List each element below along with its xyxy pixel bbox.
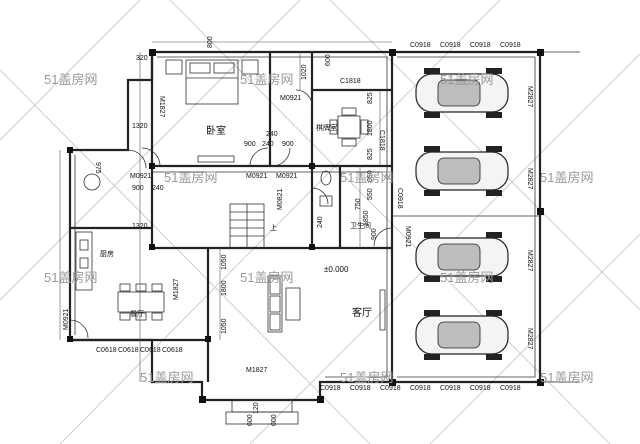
dimension-label: 1850 [363,210,370,226]
window-label: C0918 [500,42,521,49]
window-label: C0918 [410,42,431,49]
door-label: M0921 [130,173,152,180]
dimension-label: 050 [367,170,374,182]
room-label-bathroom: 卫生间 [350,221,371,230]
columns [67,49,544,403]
window-label: C0918 [440,42,461,49]
window-label: C1818 [378,130,385,151]
watermark-text: 51盖房网 [240,72,293,87]
door-label: M0921 [63,308,70,330]
wall-inner-lines [74,56,536,378]
room-label-kitchen: 厨房 [100,249,114,258]
dimension-label: 750 [355,198,362,210]
dimension-label: 120 [253,402,260,414]
door-label: M0821 [277,188,284,210]
door-label: M2827 [526,86,533,108]
dimension-label: 900 [132,185,144,192]
dimension-label: 1050 [221,318,228,334]
car-icon-4 [415,310,509,360]
dimension-label: 825 [367,92,374,104]
window-label: C0618 [162,347,183,354]
bed-icon [165,59,259,105]
dimension-label: 975 [94,162,101,174]
watermark-text: 51盖房网 [540,170,593,185]
window-label: C0918 [380,385,401,392]
watermark-text: 51盖房网 [44,72,97,87]
window-label: C0918 [470,42,491,49]
dimension-label: 1050 [221,254,228,270]
dimension-label: 600 [247,414,254,426]
watermark-text: 51盖房网 [140,370,193,385]
door-label: M1827 [246,367,268,374]
dimension-label: 900 [244,141,256,148]
dimension-label: 240 [262,141,274,148]
mahjong-table-icon [329,107,369,147]
car-icon-2 [415,146,509,196]
door-label: M0921 [276,173,298,180]
dimension-lines [59,41,392,382]
dimension-label: 1020 [301,64,308,80]
dimension-label: 600 [325,54,332,66]
dimension-label: 800 [207,36,214,48]
watermark-text: 51盖房网 [240,270,293,285]
floor-level: ±0.000 [324,265,349,274]
dimension-label: 600 [271,414,278,426]
watermark-text: 51盖房网 [440,72,493,87]
dimension-label: 1320 [132,223,148,230]
car-icon-3 [415,232,509,282]
window-label: C0918 [410,385,431,392]
watermark-text: 51盖房网 [440,270,493,285]
window-label: C0618 [96,347,117,354]
dimension-label: 1800 [367,120,374,136]
dimension-label: 1320 [132,123,148,130]
dining-table-icon [117,283,165,321]
window-label: C0918 [350,385,371,392]
entrance-steps [225,399,299,425]
door-label: M2827 [526,328,533,350]
door-label: M2827 [526,250,533,272]
room-label-bedroom: 卧室 [206,124,226,137]
door-label: M0921 [246,173,268,180]
window-label: C0918 [320,385,341,392]
window-label: C0918 [396,188,403,209]
watermark-text: 51盖房网 [540,370,593,385]
dimension-label: 550 [367,188,374,200]
dimension-label: 320 [136,55,148,62]
dimension-label: 240 [317,216,324,228]
bedroom-cabinet [197,155,235,163]
window-label: C0918 [470,385,491,392]
dimension-label: 900 [282,141,294,148]
door-label: M1827 [158,96,165,118]
watermark-text: 51盖房网 [340,170,393,185]
watermark-text: 51盖房网 [44,270,97,285]
window-label: C0618 [118,347,139,354]
watermark-text: 51盖房网 [340,370,393,385]
dimension-label: 900 [371,228,378,240]
staircase [229,203,265,249]
watermark-text: 51盖房网 [164,170,217,185]
window-label: C0918 [440,385,461,392]
water-tank-icon [83,173,101,191]
window-label: C0918 [500,385,521,392]
sofa-icon [267,275,301,333]
door-label: M0921 [280,95,302,102]
door-label: M2827 [526,168,533,190]
tv-cabinet [379,289,386,331]
window-label: C1818 [340,78,361,85]
room-label-living: 客厅 [352,306,372,319]
room-label-dining: 餐厅 [130,309,144,318]
car-icon-1 [415,68,509,118]
door-label: M0921 [404,226,411,248]
kitchen-counter [75,231,93,291]
dimension-label: 1800 [221,280,228,296]
dimension-label: 825 [367,148,374,160]
dimension-label: 240 [152,185,164,192]
door-label: M1827 [173,278,180,300]
door-swings [69,89,393,339]
room-label-mahjong: 棋牌室 [316,123,337,132]
window-label: C0618 [140,347,161,354]
dimension-label: 240 [266,131,278,138]
stairs-up-label: 上 [270,223,277,232]
